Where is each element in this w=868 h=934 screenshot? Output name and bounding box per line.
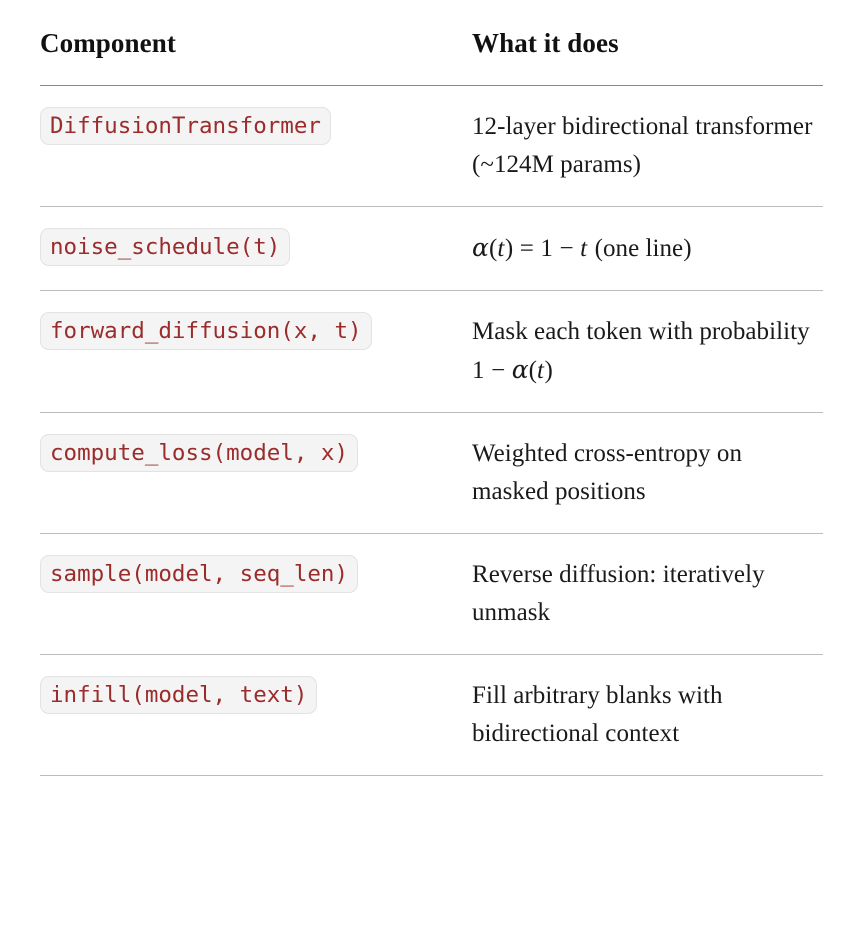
description-prefix-text: Mask each token with probability [472, 318, 810, 346]
math-expression-alpha-schedule: α(t)=1−t(one line) [472, 233, 692, 263]
cell-description: Reverse diffusion: iteratively unmask [456, 533, 823, 656]
table-row: forward_diffusion(x, t) Mask each token … [40, 290, 823, 414]
code-chip-diffusion-transformer: DiffusionTransformer [40, 107, 331, 146]
column-header-what-it-does: What it does [456, 28, 823, 87]
table-row: noise_schedule(t) α(t)=1−t(one line) [40, 206, 823, 292]
cell-component: compute_loss(model, x) [40, 412, 456, 535]
code-chip-sample: sample(model, seq_len) [40, 555, 359, 594]
math-open-paren: ( [488, 235, 498, 263]
description-text: Reverse diffusion: iteratively unmask [472, 561, 765, 627]
math-operator-equals: = [519, 235, 534, 263]
description-text: Weighted cross-entropy on masked positio… [472, 440, 742, 506]
math-close-paren: ) [544, 357, 553, 385]
cell-component: forward_diffusion(x, t) [40, 290, 456, 414]
cell-description: α(t)=1−t(one line) [456, 206, 823, 292]
cell-description: 12-layer bidirectional transformer (~124… [456, 85, 823, 208]
description-text: 12-layer bidirectional transformer (~124… [472, 113, 813, 179]
math-variable-t: t [497, 235, 505, 263]
cell-description: Fill arbitrary blanks with bidirectional… [456, 654, 823, 777]
description-text: Fill arbitrary blanks with bidirectional… [472, 682, 723, 748]
cell-component: noise_schedule(t) [40, 206, 456, 292]
math-close-paren: ) [504, 235, 514, 263]
table-body: DiffusionTransformer 12-layer bidirectio… [40, 85, 823, 777]
component-spec-table: Component What it does DiffusionTransfor… [40, 28, 823, 777]
table-row: DiffusionTransformer 12-layer bidirectio… [40, 85, 823, 208]
math-number-one: 1 [472, 357, 485, 385]
cell-component: sample(model, seq_len) [40, 533, 456, 656]
math-variable-t: t [537, 357, 545, 385]
table-row: sample(model, seq_len) Reverse diffusion… [40, 533, 823, 656]
column-header-component: Component [40, 28, 456, 87]
code-chip-noise-schedule: noise_schedule(t) [40, 228, 291, 267]
cell-description: Mask each token with probability 1−α(t) [456, 290, 823, 414]
code-chip-infill: infill(model, text) [40, 676, 318, 715]
math-operator-minus: − [559, 235, 574, 263]
code-chip-forward-diffusion: forward_diffusion(x, t) [40, 312, 372, 351]
math-operator-minus: − [491, 357, 506, 385]
math-expression-one-minus-alpha: 1−α(t) [472, 355, 553, 385]
cell-component: infill(model, text) [40, 654, 456, 777]
math-open-paren: ( [528, 357, 538, 385]
math-symbol-alpha: α [511, 355, 529, 385]
cell-description: Weighted cross-entropy on masked positio… [456, 412, 823, 535]
table-row: infill(model, text) Fill arbitrary blank… [40, 654, 823, 777]
math-symbol-alpha: α [472, 233, 489, 263]
math-trailing-text: (one line) [594, 235, 692, 263]
math-number-one: 1 [540, 235, 553, 263]
document-page: Component What it does DiffusionTransfor… [0, 28, 868, 934]
table-header-row: Component What it does [40, 28, 823, 87]
math-variable-t-2: t [580, 235, 588, 263]
code-chip-compute-loss: compute_loss(model, x) [40, 434, 359, 473]
cell-component: DiffusionTransformer [40, 85, 456, 208]
table-header: Component What it does [40, 28, 823, 87]
table-row: compute_loss(model, x) Weighted cross-en… [40, 412, 823, 535]
